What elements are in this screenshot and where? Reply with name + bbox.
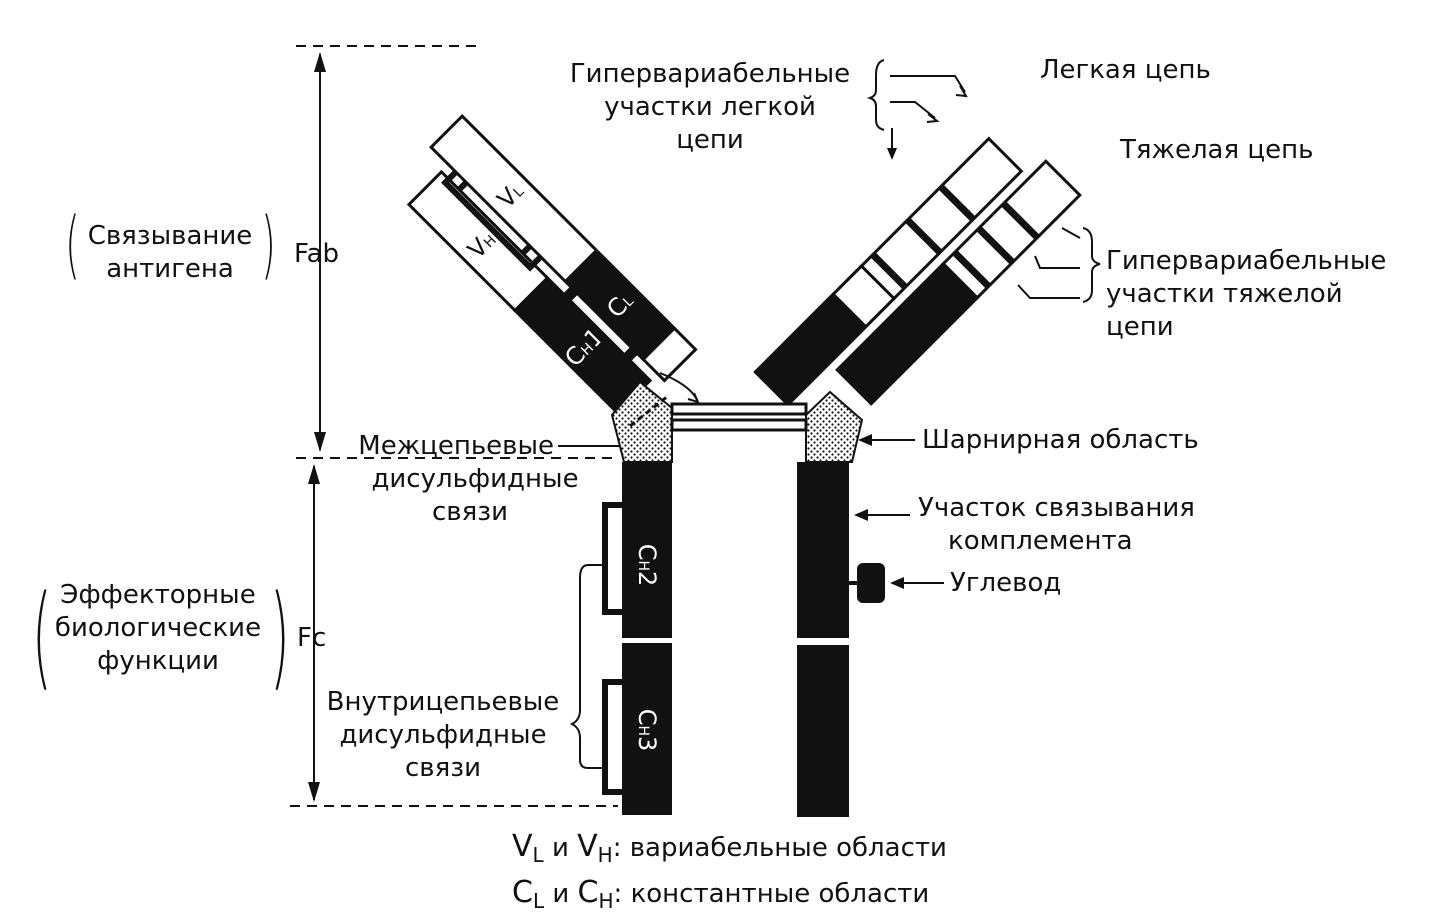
- interchain-disulfide-label: Межцепьевые дисульфидные связи: [358, 431, 579, 527]
- interchain-disulfide-bridge-upper: [670, 402, 808, 416]
- legend-variable-regions: VL и VH: вариабельные области: [512, 829, 947, 867]
- left-light-chain: CL VL: [428, 113, 698, 383]
- heavy-chain-label: Тяжелая цепь: [1120, 135, 1314, 165]
- interchain-disulfide-bridge-lower: [670, 418, 808, 432]
- antigen-binding-open-paren: (: [65, 202, 80, 288]
- right-ch3-domain: [797, 645, 849, 817]
- fab-label: Fab: [294, 239, 340, 269]
- complement-binding-label: Участок связывания комплемента: [918, 493, 1195, 556]
- fc-label: Fc: [297, 623, 327, 653]
- carbohydrate-marker: [857, 563, 885, 603]
- intrachain-brace: [569, 564, 589, 769]
- left-ch3-domain: [622, 643, 672, 815]
- legend-constant-regions: CL и CH: константные области: [512, 875, 930, 913]
- antigen-binding-label: Связывание антигена: [87, 221, 253, 284]
- right-hinge-region: [805, 390, 864, 463]
- hypervariable-heavy-label: Гипервариабельные участки тяжелой цепи: [1106, 246, 1387, 342]
- right-light-chain: [753, 136, 1024, 407]
- right-heavy-chain: [835, 159, 1082, 406]
- ch3-label: CH3: [633, 709, 661, 752]
- hypervariable-light-label: Гипервариабельные участки легкой цепи: [569, 59, 851, 155]
- right-ch2-domain: [797, 462, 849, 638]
- ch2-label: CH2: [633, 544, 661, 587]
- hinge-label: Шарнирная область: [922, 425, 1199, 455]
- carbohydrate-label: Углевод: [950, 568, 1062, 598]
- effector-functions-label: Эффекторные биологические функции: [54, 580, 262, 676]
- effector-open-paren: (: [32, 572, 52, 702]
- intrachain-disulfide-label: Внутрицепьевые дисульфидные связи: [326, 687, 560, 783]
- effector-close-paren: ): [270, 572, 290, 702]
- hypervariable-heavy-brace: [1082, 227, 1101, 303]
- left-hinge-region: [610, 380, 673, 463]
- left-ch2-domain: [622, 462, 672, 638]
- light-chain-label: Легкая цепь: [1040, 55, 1211, 85]
- antigen-binding-close-paren: ): [261, 202, 276, 288]
- hypervariable-light-brace: [866, 59, 885, 131]
